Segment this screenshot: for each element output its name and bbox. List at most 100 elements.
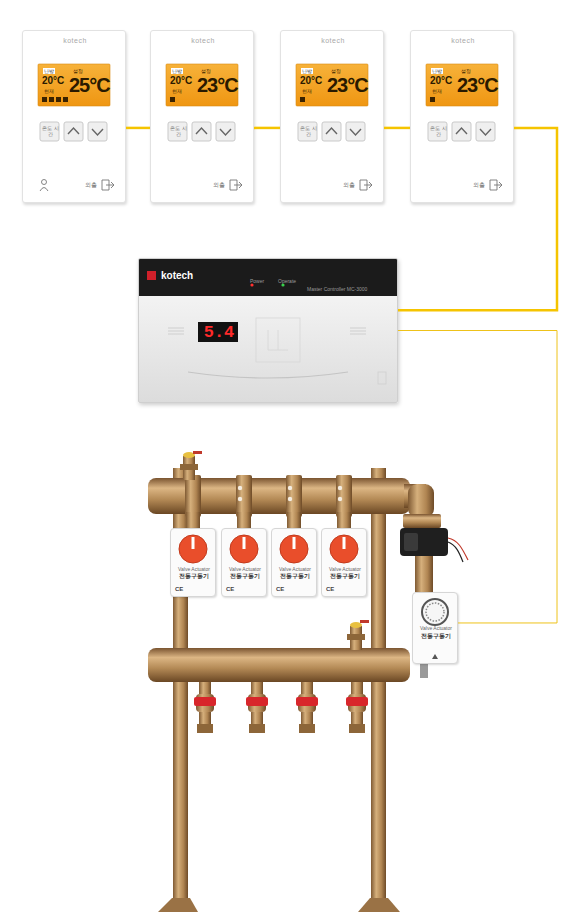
actuator-label: Valve Actuator (413, 625, 459, 631)
ball-valves (349, 724, 365, 733)
mode-indicator: 난방 (43, 68, 55, 74)
flow-actuator-module: Valve Actuator전동구동기 (412, 592, 458, 664)
actuator-name: 전동구동기 (322, 573, 368, 580)
control-wire (126, 127, 150, 130)
actuator-label: Valve Actuator (272, 566, 318, 572)
stand-legs (158, 468, 400, 912)
ball-valves (346, 697, 368, 706)
supply-pipe-and-flow-sensor (408, 484, 434, 518)
setpoint-label: 설정 (461, 68, 471, 74)
setpoint-label: 설정 (73, 68, 83, 74)
mode-indicator: 난방 (171, 68, 183, 74)
room-thermostat: kotech난방20°C현재설정25°C온도 시간외출 (22, 30, 126, 203)
ce-mark: CE (175, 586, 183, 593)
ball-valves (248, 694, 266, 712)
current-temp: 20°C (300, 75, 322, 87)
supply-header (148, 478, 410, 514)
actuator-label: Valve Actuator (222, 566, 268, 572)
control-wire (398, 331, 557, 623)
supply-pipe-and-flow-sensor (415, 556, 433, 592)
setpoint-label: 설정 (201, 68, 211, 74)
ball-valves (251, 712, 263, 726)
setpoint-temp: 23°C (197, 74, 238, 97)
controller-details (198, 322, 238, 342)
supply-pipe-and-flow-sensor (448, 542, 463, 562)
current-temp: 20°C (170, 75, 192, 87)
supply-pipe-and-flow-sensor (400, 484, 468, 678)
supply-header (338, 497, 342, 501)
supply-header (286, 475, 302, 517)
valve-actuator: Valve Actuator전동구동기 CE (271, 528, 317, 597)
brand-logo: kotech (23, 37, 127, 45)
ball-valves (348, 694, 366, 712)
ball-valves (194, 682, 368, 733)
return-header (350, 626, 362, 650)
away-button-label: 외출 (343, 182, 355, 189)
ce-mark: CE (276, 586, 284, 593)
mode-indicator: 난방 (301, 68, 313, 74)
ce-mark: CE (226, 586, 234, 593)
button-label: 온도 시간 (169, 125, 188, 137)
master-controller: kotechPowerOperateMaster Controller MC-3… (138, 258, 398, 403)
setpoint-temp: 25°C (69, 74, 110, 97)
ball-valves (196, 694, 214, 712)
supply-header (238, 497, 242, 501)
supply-pipe-and-flow-sensor (404, 484, 426, 508)
actuator-label: Valve Actuator (171, 566, 217, 572)
air-vent-valve (180, 451, 202, 480)
ball-valves (298, 694, 316, 712)
ball-valves (301, 682, 313, 696)
ball-valves (246, 697, 268, 706)
away-button-label: 외출 (473, 182, 485, 189)
brand-logo: kotech (161, 270, 193, 282)
current-label: 현재 (302, 88, 312, 94)
supply-pipe-and-flow-sensor (400, 528, 448, 556)
actuator-name: 전동구동기 (222, 573, 268, 580)
button-label: 온도 시간 (429, 125, 448, 137)
supply-header (288, 486, 292, 490)
ball-valves (251, 682, 263, 696)
supply-header (185, 475, 201, 517)
setpoint-temp: 23°C (457, 74, 498, 97)
supply-header (236, 475, 252, 517)
room-thermostat: kotech난방20°C현재설정23°C온도 시간외출 (410, 30, 514, 203)
setpoint-temp: 23°C (327, 74, 368, 97)
setpoint-label: 설정 (331, 68, 341, 74)
ball-valves (351, 682, 363, 696)
actuator-label: Valve Actuator (322, 566, 368, 572)
ball-valves (197, 724, 213, 733)
current-label: 현재 (172, 88, 182, 94)
supply-pipe-and-flow-sensor (404, 533, 418, 551)
brand-logo: kotech (151, 37, 255, 45)
air-vent-valve (183, 452, 195, 458)
ball-valves (299, 724, 315, 733)
supply-pipe-and-flow-sensor (403, 514, 441, 528)
actuator-name: 전동구동기 (272, 573, 318, 580)
current-temp: 20°C (42, 75, 64, 87)
button-label: 온도 시간 (41, 125, 60, 137)
brand-logo: kotech (411, 37, 515, 45)
supply-header (238, 486, 242, 490)
operate-led-label: Operate (278, 278, 296, 284)
actuator-name: 전동구동기 (171, 573, 217, 580)
valve-actuator: Valve Actuator전동구동기 CE (221, 528, 267, 597)
air-vent-valve (183, 456, 195, 480)
ball-valves (249, 724, 265, 733)
stand-legs (158, 898, 198, 912)
ball-valves (296, 697, 318, 706)
return-header (350, 622, 362, 628)
return-header (360, 620, 369, 623)
control-wire (254, 127, 280, 130)
ball-valves (351, 712, 363, 726)
supply-header (148, 475, 410, 517)
mode-indicator: 난방 (431, 68, 443, 74)
room-thermostat: kotech난방20°C현재설정23°C온도 시간외출 (150, 30, 254, 203)
ball-valves (301, 712, 313, 726)
return-header (347, 634, 365, 640)
supply-header (336, 475, 352, 517)
current-label: 현재 (44, 88, 54, 94)
segment-display: 5.4 (199, 323, 239, 343)
ball-valves (194, 697, 216, 706)
air-vent-valve (193, 451, 202, 454)
